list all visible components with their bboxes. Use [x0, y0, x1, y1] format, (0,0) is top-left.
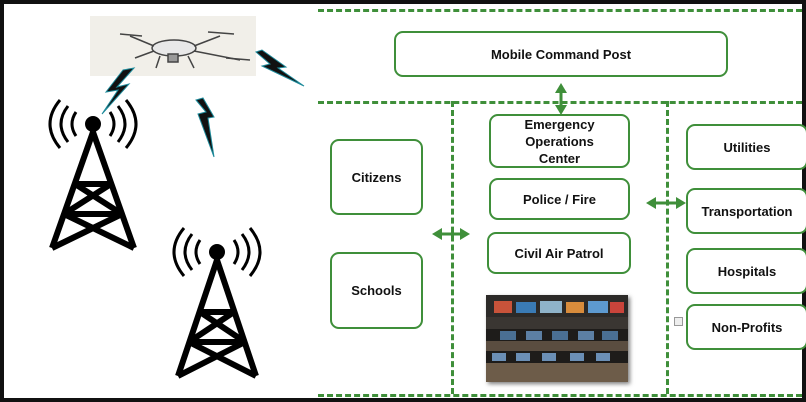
- drone-icon: [90, 16, 256, 76]
- center-right-dashed-border: [666, 101, 669, 394]
- hospitals-box: Hospitals: [686, 248, 806, 294]
- citizens-box: Citizens: [330, 139, 423, 215]
- transportation-box: Transportation: [686, 188, 806, 234]
- right-double-arrow: [646, 197, 686, 209]
- schools-box: Schools: [330, 252, 423, 329]
- emergency-operations-center-box: Emergency Operations Center: [489, 114, 630, 168]
- bottom-dashed-border: [318, 394, 802, 397]
- center-left-dashed-border: [451, 101, 454, 394]
- small-placeholder-icon: [674, 317, 683, 326]
- police-fire-box: Police / Fire: [489, 178, 630, 220]
- civil-air-patrol-box: Civil Air Patrol: [487, 232, 631, 274]
- mobile-command-post-box: Mobile Command Post: [394, 31, 728, 77]
- vertical-double-arrow: [555, 83, 567, 115]
- top-dashed-border: [318, 9, 802, 12]
- non-profits-box: Non-Profits: [686, 304, 806, 350]
- radio-tower-icon: [172, 227, 262, 379]
- radio-tower-icon: [48, 99, 138, 251]
- left-double-arrow: [432, 228, 470, 240]
- operations-room-photo: [486, 295, 628, 382]
- utilities-box: Utilities: [686, 124, 806, 170]
